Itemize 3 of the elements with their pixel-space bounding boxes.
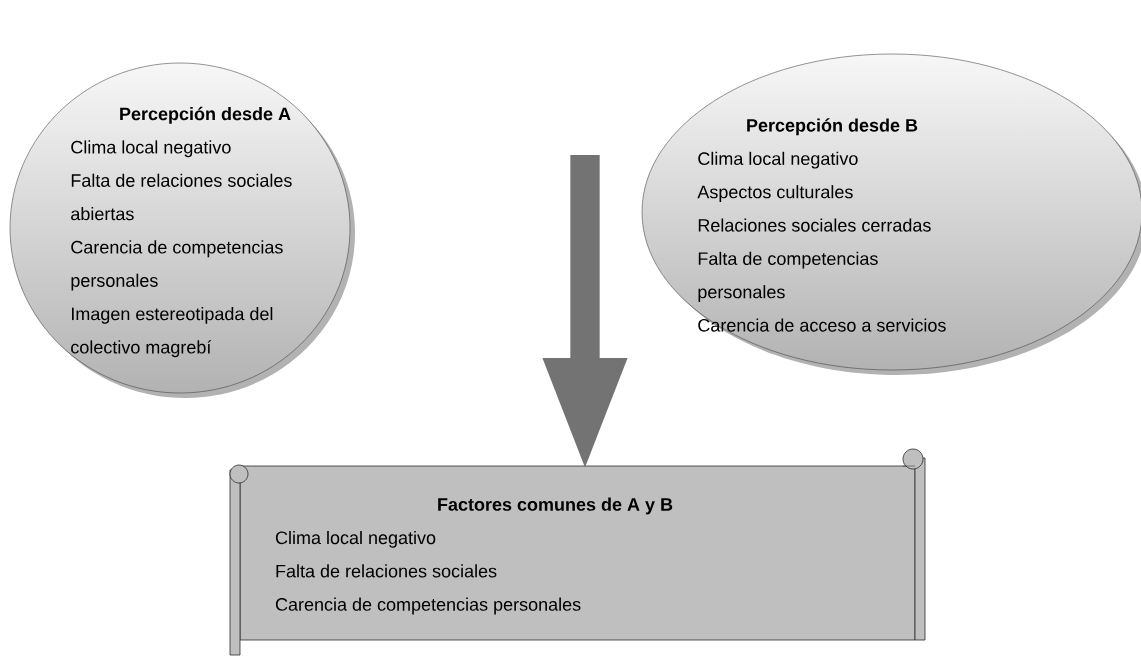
ellipse-bubble: Percepción desde B Clima local negativo Aspectos culturales Relaciones sociales cerradas Falta de competencias personales Carencia de acceso a servicios xyxy=(641,53,1141,375)
ellipse-bubble: Percepción desde A Clima local negativo Falta de relaciones sociales abiertas Carencia de competencias personales Imagen estereotipada del colectivo magrebí xyxy=(9,62,355,398)
scroll-banner: Factores comunes de A y B Clima local negativo Falta de relaciones sociales Carencia de competencias personales xyxy=(229,448,926,656)
